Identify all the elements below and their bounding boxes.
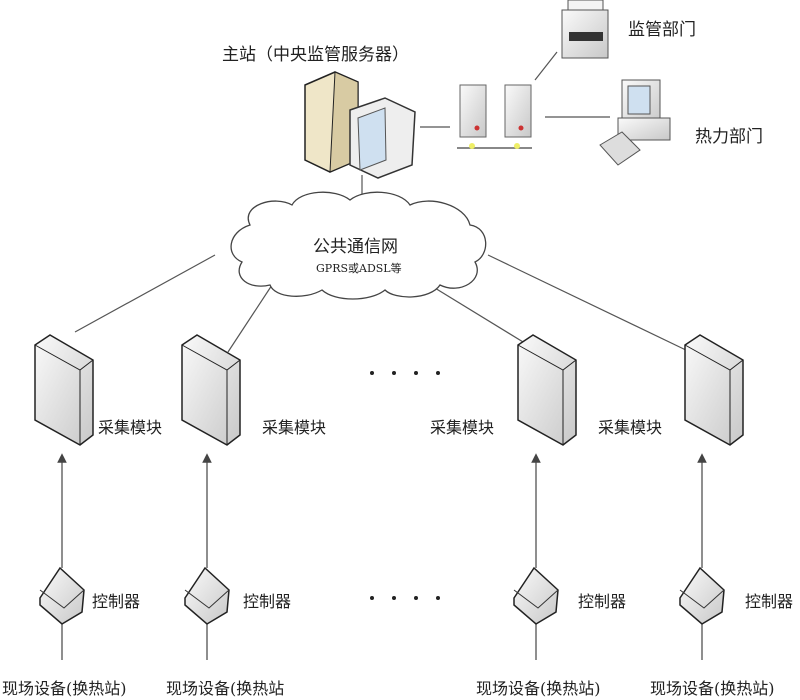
controller-label-1: 控制器 [92, 592, 141, 611]
module-label-3: 采集模块 [430, 418, 495, 437]
cloud-icon [230, 191, 487, 300]
collection-module-icon [684, 334, 744, 446]
controller-icon [513, 566, 559, 625]
link-cloud-module-3 [429, 284, 529, 346]
link-switch-supervision [534, 51, 558, 81]
module-label-1: 采集模块 [98, 418, 163, 437]
printer-icon [561, 0, 609, 59]
controller-icon [679, 566, 725, 625]
link-cloud-module-1 [74, 254, 216, 333]
heat-dept-label: 热力部门 [695, 127, 763, 147]
controller-label-2: 控制器 [243, 592, 292, 611]
supervision-dept-label: 监管部门 [628, 20, 696, 40]
link-cloud-module-2 [227, 284, 273, 353]
device-label-3: 现场设备(换热站) [476, 679, 601, 698]
network-title: 公共通信网 [313, 237, 398, 257]
controller-label-3: 控制器 [578, 592, 627, 611]
module-label-2: 采集模块 [262, 418, 327, 437]
collection-module-icon [34, 334, 94, 446]
master-server-icon [304, 71, 416, 179]
collection-module-icon [517, 334, 577, 446]
ellipsis-dots-controllers [370, 596, 440, 600]
device-label-4: 现场设备(换热站) [650, 679, 775, 698]
collection-module-icon [181, 334, 241, 446]
link-cloud-module-4 [487, 254, 691, 353]
controller-icon [39, 566, 85, 625]
module-label-4: 采集模块 [598, 418, 663, 437]
device-label-1: 现场设备(换热站) [2, 679, 127, 698]
workstation-icon [599, 79, 671, 166]
ellipsis-dots-modules [370, 371, 440, 375]
controller-label-4: 控制器 [745, 592, 794, 611]
device-label-2: 现场设备(换热站 [166, 679, 285, 698]
controller-icon [184, 566, 230, 625]
connection-lines [74, 51, 691, 353]
master-station-label: 主站（中央监管服务器） [222, 45, 409, 65]
network-subtitle: GPRS或ADSL等 [316, 262, 402, 275]
switch-servers-icon [457, 84, 532, 149]
